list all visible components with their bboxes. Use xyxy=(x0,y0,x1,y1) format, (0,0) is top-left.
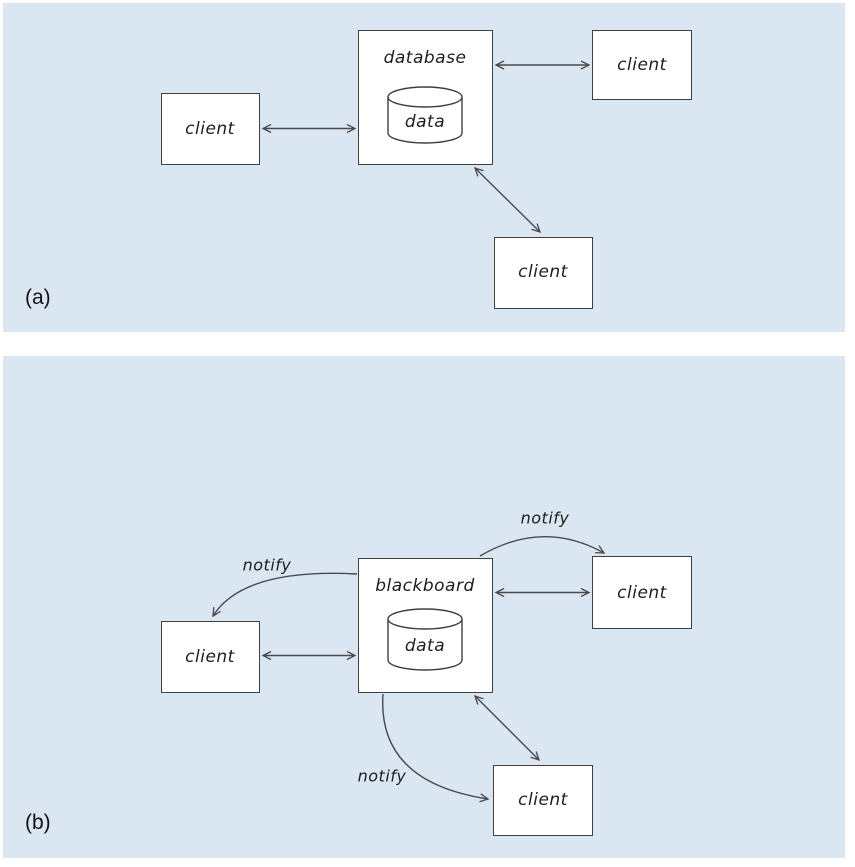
blackboard-label: blackboard xyxy=(375,576,475,596)
client-right-label-b: client xyxy=(617,583,667,603)
caption-panel-b: (b) xyxy=(25,811,51,834)
client-left-label-b: client xyxy=(185,647,235,667)
client-left-label-a: client xyxy=(185,119,235,139)
notify-label-top: notify xyxy=(520,508,570,528)
client-box-left-a xyxy=(161,93,260,165)
notify-label-left: notify xyxy=(242,555,292,575)
arrow-a-database-clientbottom xyxy=(473,166,542,234)
notify-curve-left xyxy=(212,572,358,618)
database-data-cylinder-icon xyxy=(387,86,463,144)
arrow-b-blackboard-clientbottom xyxy=(473,694,541,762)
client-right-label-a: client xyxy=(617,55,667,75)
database-data-label: data xyxy=(404,112,446,132)
client-box-left-b xyxy=(161,621,260,693)
client-box-right-a xyxy=(592,30,692,100)
client-bottom-label-b: client xyxy=(518,790,568,810)
blackboard-data-label: data xyxy=(404,636,446,656)
client-box-right-b xyxy=(592,556,692,629)
client-bottom-label-a: client xyxy=(518,262,568,282)
notify-curve-bottom xyxy=(382,693,490,803)
notify-label-bottom: notify xyxy=(357,766,407,786)
notify-curve-top xyxy=(479,536,606,557)
caption-panel-a: (a) xyxy=(25,286,51,309)
blackboard-data-cylinder-icon xyxy=(387,608,463,671)
client-box-bottom-a xyxy=(494,237,593,309)
client-box-bottom-b xyxy=(493,765,593,836)
database-label: database xyxy=(383,48,467,68)
